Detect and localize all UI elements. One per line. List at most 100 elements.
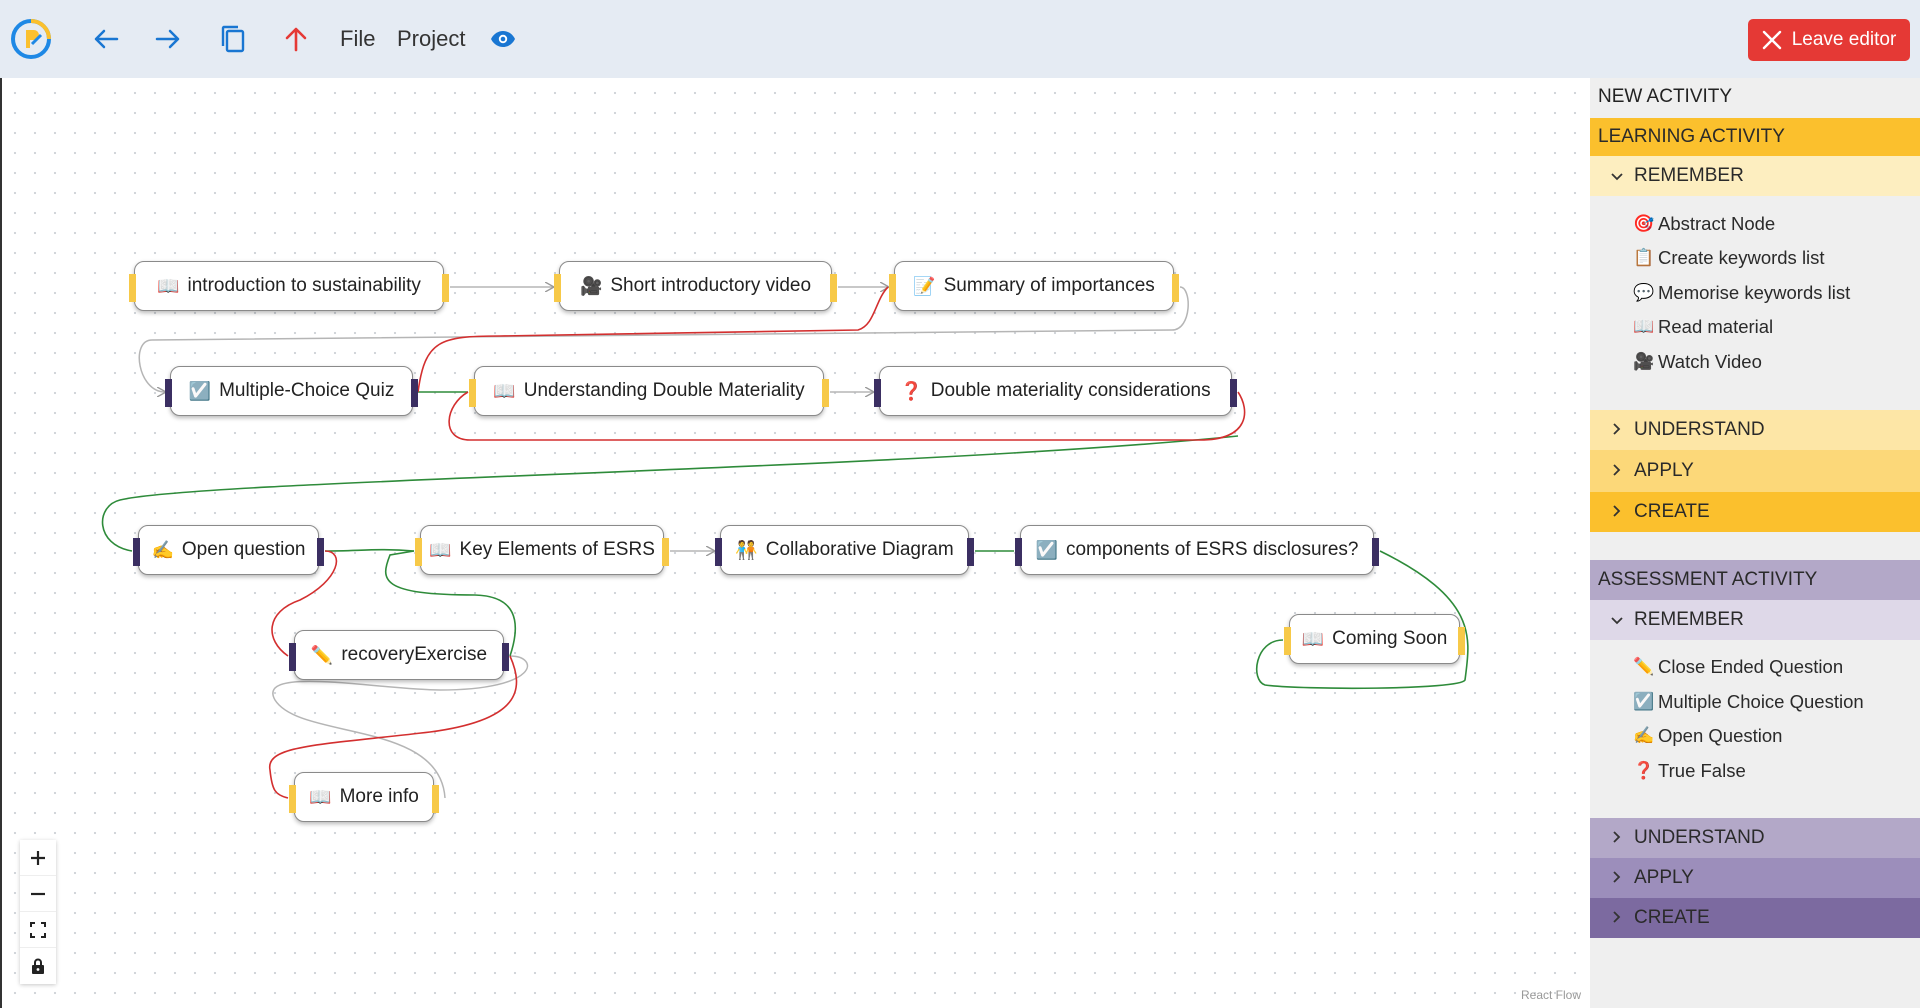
assessment-understand-toggle[interactable]: UNDERSTAND xyxy=(1590,818,1920,858)
activity-read-material[interactable]: 📖Read material xyxy=(1632,316,1773,338)
learning-create-toggle[interactable]: CREATE xyxy=(1590,492,1920,532)
clipboard-icon: 📋 xyxy=(1633,248,1655,267)
node-label: components of ESRS disclosures? xyxy=(1065,539,1359,560)
target-handle[interactable] xyxy=(133,538,140,566)
learning-remember-toggle[interactable]: REMEMBER xyxy=(1590,156,1920,196)
chevron-right-icon xyxy=(1610,867,1624,889)
activity-abstract-node[interactable]: 🎯Abstract Node xyxy=(1632,213,1775,235)
activity-memorise-keywords-list[interactable]: 💬Memorise keywords list xyxy=(1632,282,1850,304)
activity-label: Create keywords list xyxy=(1658,247,1825,268)
node-short-video[interactable]: 🎥 Short introductory video xyxy=(554,261,837,311)
fit-view-icon xyxy=(30,921,46,938)
target-handle[interactable] xyxy=(1284,627,1291,655)
book-icon: 📖 xyxy=(1301,628,1325,649)
node-open-question[interactable]: ✍️ Open question xyxy=(133,525,324,575)
activity-multiple-choice-question[interactable]: ☑️Multiple Choice Question xyxy=(1632,691,1863,713)
assessment-activity-label: ASSESSMENT ACTIVITY xyxy=(1598,569,1818,590)
activity-open-question[interactable]: ✍️Open Question xyxy=(1632,725,1782,747)
activity-true-false[interactable]: ❓True False xyxy=(1632,760,1745,782)
target-handle[interactable] xyxy=(889,274,896,302)
assessment-remember-toggle[interactable]: REMEMBER xyxy=(1590,600,1920,640)
node-label: Understanding Double Materiality xyxy=(523,380,805,401)
app-logo[interactable] xyxy=(10,19,52,59)
file-menu[interactable]: File xyxy=(340,26,376,51)
node-summary[interactable]: 📝 Summary of importances xyxy=(889,261,1179,311)
pencil-icon: ✏️ xyxy=(1633,657,1655,676)
node-understanding-double-materiality[interactable]: 📖 Understanding Double Materiality xyxy=(469,366,829,416)
book-icon: 📖 xyxy=(493,380,516,401)
node-label: Summary of importances xyxy=(943,275,1155,296)
learning-apply-toggle[interactable]: APPLY xyxy=(1590,450,1920,492)
zoom-in-button[interactable] xyxy=(20,840,56,876)
source-handle[interactable] xyxy=(1372,538,1379,566)
activity-create-keywords-list[interactable]: 📋Create keywords list xyxy=(1632,247,1825,269)
source-handle[interactable] xyxy=(502,643,509,671)
chevron-down-icon xyxy=(1610,609,1624,631)
node-components-esrs-disclosures[interactable]: ☑️ components of ESRS disclosures? xyxy=(1015,525,1379,575)
source-handle[interactable] xyxy=(822,379,829,407)
lock-icon xyxy=(32,958,44,974)
assessment-apply-toggle[interactable]: APPLY xyxy=(1590,858,1920,898)
activity-watch-video[interactable]: 🎥Watch Video xyxy=(1632,351,1762,373)
source-handle[interactable] xyxy=(432,785,439,813)
node-recovery-exercise[interactable]: ✏️ recoveryExercise xyxy=(289,630,509,680)
source-handle[interactable] xyxy=(317,538,324,566)
project-menu[interactable]: Project xyxy=(397,26,466,51)
leave-editor-button[interactable]: Leave editor xyxy=(1748,19,1910,61)
target-handle[interactable] xyxy=(289,785,296,813)
learning-activity-header[interactable]: LEARNING ACTIVITY xyxy=(1590,118,1920,156)
target-handle[interactable] xyxy=(289,643,296,671)
react-flow-attribution[interactable]: React Flow xyxy=(1521,988,1582,1002)
node-more-info[interactable]: 📖 More info xyxy=(289,772,439,822)
target-handle[interactable] xyxy=(129,274,136,302)
source-handle[interactable] xyxy=(662,538,669,566)
source-handle[interactable] xyxy=(830,274,837,302)
source-handle[interactable] xyxy=(411,379,418,407)
learning-apply-label: APPLY xyxy=(1634,460,1694,481)
assessment-activity-header[interactable]: ASSESSMENT ACTIVITY xyxy=(1590,560,1920,600)
node-introduction[interactable]: 📖 introduction to sustainability xyxy=(129,261,449,311)
preview-eye-icon[interactable] xyxy=(488,20,518,58)
back-icon[interactable] xyxy=(88,20,124,58)
target-handle[interactable] xyxy=(1015,538,1022,566)
activity-label: Close Ended Question xyxy=(1658,656,1844,677)
forward-icon[interactable] xyxy=(150,20,186,58)
checkbox-icon: ☑️ xyxy=(1035,539,1058,560)
target-handle[interactable] xyxy=(165,379,172,407)
zoom-out-button[interactable] xyxy=(20,876,56,912)
checkbox-icon: ☑️ xyxy=(188,380,212,401)
target-handle[interactable] xyxy=(874,379,881,407)
node-label: recoveryExercise xyxy=(341,644,488,665)
assessment-create-toggle[interactable]: CREATE xyxy=(1590,898,1920,938)
source-handle[interactable] xyxy=(442,274,449,302)
flow-edges xyxy=(101,0,1469,799)
node-collaborative-diagram[interactable]: 🧑‍🤝‍🧑 Collaborative Diagram xyxy=(715,525,974,575)
fit-view-button[interactable] xyxy=(20,912,56,948)
target-handle[interactable] xyxy=(469,379,476,407)
edge-open-recovery-red xyxy=(271,550,338,657)
target-handle[interactable] xyxy=(415,538,422,566)
assessment-create-label: CREATE xyxy=(1634,907,1710,928)
learning-understand-toggle[interactable]: UNDERSTAND xyxy=(1590,410,1920,450)
source-handle[interactable] xyxy=(967,538,974,566)
source-handle[interactable] xyxy=(1458,627,1465,655)
node-key-elements-esrs[interactable]: 📖 Key Elements of ESRS xyxy=(415,525,669,575)
canvas-left-border xyxy=(0,78,2,1008)
activity-label: Watch Video xyxy=(1658,351,1762,372)
memo-icon: 📝 xyxy=(913,275,936,296)
node-coming-soon[interactable]: 📖 Coming Soon xyxy=(1284,614,1465,664)
lock-button[interactable] xyxy=(20,948,56,984)
target-handle[interactable] xyxy=(554,274,561,302)
node-double-materiality-considerations[interactable]: ❓ Double materiality considerations xyxy=(874,366,1237,416)
node-label: Short introductory video xyxy=(610,275,812,296)
checkbox-icon: ☑️ xyxy=(1633,692,1655,711)
activity-close-ended-question[interactable]: ✏️Close Ended Question xyxy=(1632,656,1843,678)
source-handle[interactable] xyxy=(1172,274,1179,302)
target-handle[interactable] xyxy=(715,538,722,566)
source-handle[interactable] xyxy=(1230,379,1237,407)
node-label: Coming Soon xyxy=(1332,628,1448,649)
copy-icon[interactable] xyxy=(215,20,251,58)
upload-icon[interactable] xyxy=(278,20,314,58)
chevron-right-icon xyxy=(1610,501,1624,523)
node-multiple-choice-quiz[interactable]: ☑️ Multiple-Choice Quiz xyxy=(165,366,418,416)
